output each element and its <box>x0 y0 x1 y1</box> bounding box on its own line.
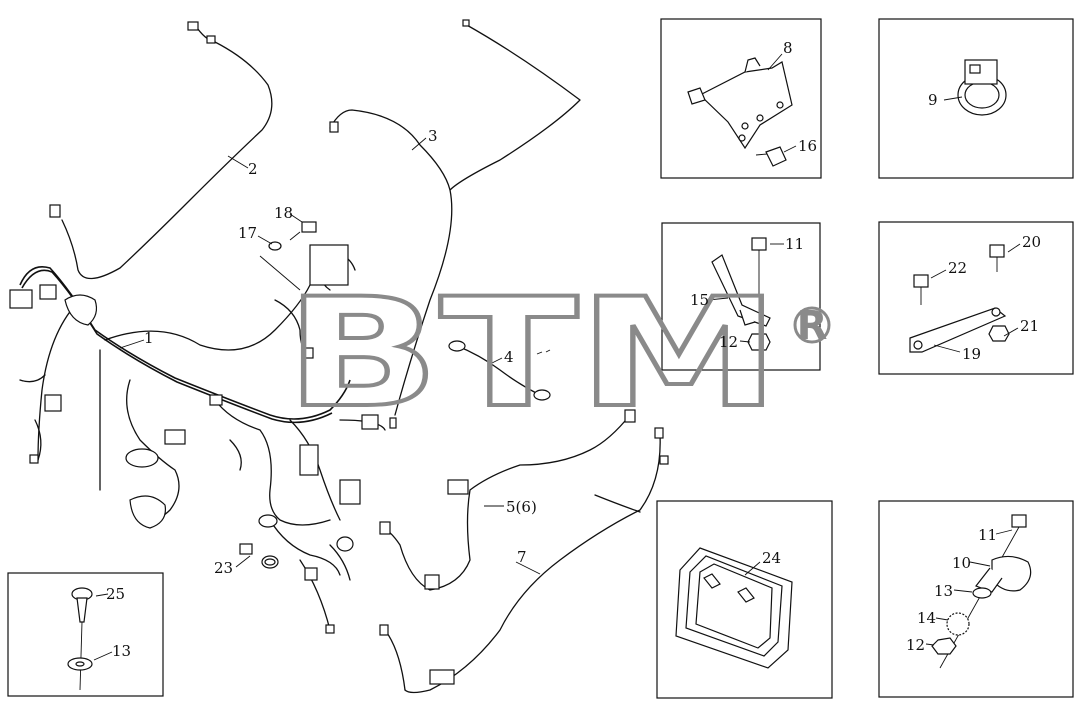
detail-panel-bracket-15 <box>661 222 821 371</box>
label-9: 9 <box>928 91 938 109</box>
label-11-a: 11 <box>785 235 804 253</box>
label-10: 10 <box>952 554 971 572</box>
label-7: 7 <box>517 548 527 566</box>
label-21: 21 <box>1020 317 1039 335</box>
detail-panel-clip-10 <box>878 500 1074 698</box>
label-11-b: 11 <box>978 526 997 544</box>
label-14: 14 <box>917 609 936 627</box>
label-25: 25 <box>106 585 125 603</box>
detail-panel-clamp-9 <box>878 18 1074 179</box>
watermark-registered-mark: R <box>797 303 828 349</box>
detail-panel-screw-25 <box>7 572 164 697</box>
detail-panel-grommet-24 <box>656 500 833 699</box>
detail-panel-strap-19 <box>878 221 1074 375</box>
label-16: 16 <box>798 137 817 155</box>
harness-wires <box>9 19 669 694</box>
label-20: 20 <box>1022 233 1041 251</box>
label-1: 1 <box>144 329 154 347</box>
detail-panel-bracket-8 <box>660 18 822 179</box>
label-2: 2 <box>248 160 258 178</box>
label-18: 18 <box>274 204 293 222</box>
btm-watermark: BTM R <box>283 265 831 443</box>
label-19: 19 <box>962 345 981 363</box>
label-13-a: 13 <box>112 642 131 660</box>
label-17: 17 <box>238 224 257 242</box>
label-24: 24 <box>762 549 781 567</box>
label-12-b: 12 <box>906 636 925 654</box>
watermark-text: BTM <box>285 267 780 441</box>
label-12-a: 12 <box>719 333 738 351</box>
label-4: 4 <box>504 348 514 366</box>
label-15: 15 <box>690 291 709 309</box>
part-number-labels: 1 2 3 4 5(6) 7 8 9 10 11 11 12 12 13 13 … <box>106 39 1041 660</box>
label-23: 23 <box>214 559 233 577</box>
label-13-b: 13 <box>934 582 953 600</box>
label-22: 22 <box>948 259 967 277</box>
callout-leaders <box>119 137 541 575</box>
label-8: 8 <box>783 39 793 57</box>
label-3: 3 <box>428 127 438 145</box>
label-5-6: 5(6) <box>506 498 537 516</box>
